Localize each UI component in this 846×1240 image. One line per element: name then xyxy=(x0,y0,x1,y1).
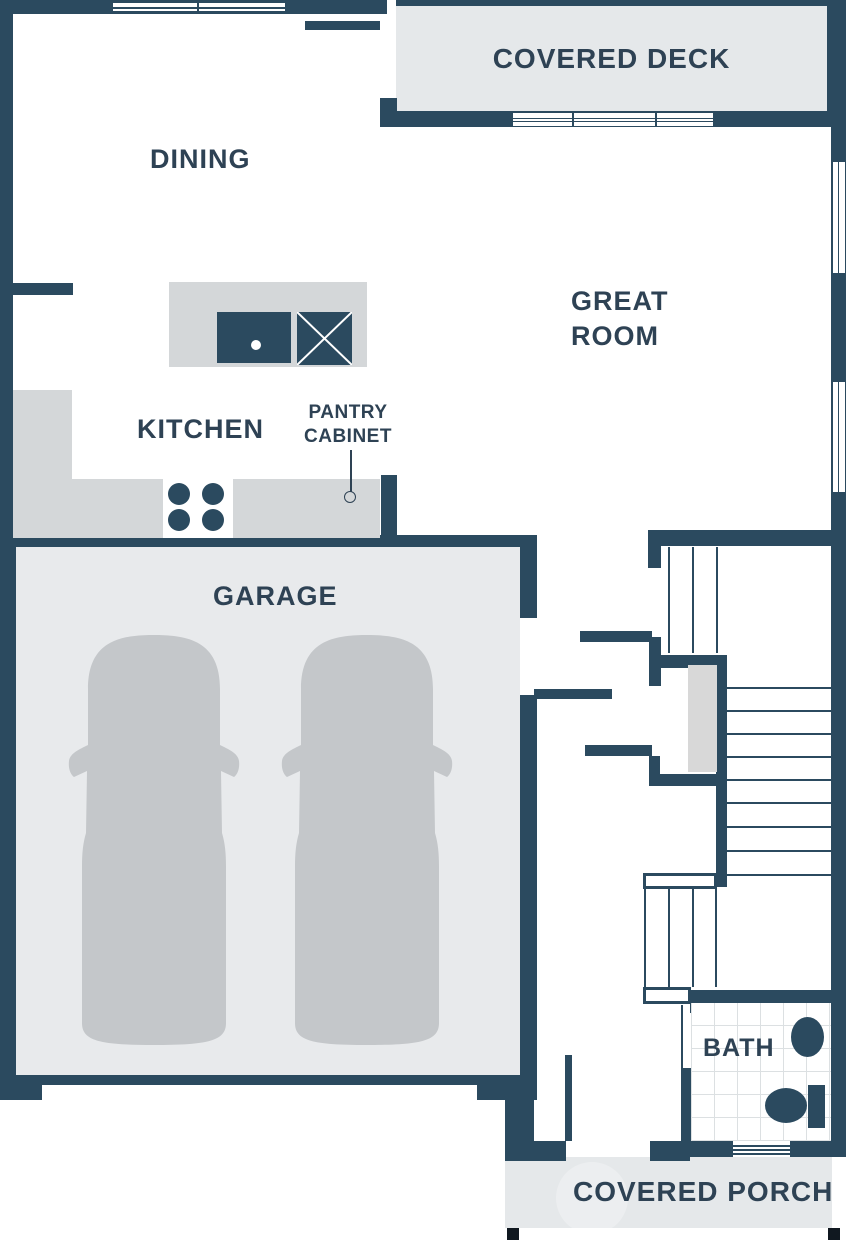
bath-sink xyxy=(791,1017,824,1057)
wall-stair-right xyxy=(716,655,727,887)
room-label-dining: DINING xyxy=(150,144,251,174)
porch-post xyxy=(828,1228,840,1240)
stair-tread xyxy=(727,687,831,689)
pantry-leader-circle xyxy=(344,491,356,503)
stair-tread xyxy=(727,779,831,781)
wall-stair-h3 xyxy=(585,745,652,756)
stair-upper-line xyxy=(716,547,718,653)
burner xyxy=(168,509,190,531)
porch-floor xyxy=(505,1157,832,1228)
deck-floor: COVERED DECK xyxy=(396,6,827,111)
stair-landing xyxy=(688,665,717,772)
stair-lower-line xyxy=(715,888,717,987)
stair-tread xyxy=(727,802,831,804)
burner xyxy=(202,483,224,505)
toilet-bowl xyxy=(765,1088,807,1123)
wall-hall-stub xyxy=(534,689,612,699)
wall-bath-bottom-left xyxy=(690,1141,733,1157)
stair-tread xyxy=(727,710,831,712)
wall-kitchen-bottom xyxy=(0,535,537,547)
wall-pantry xyxy=(381,475,397,535)
stair-tread xyxy=(727,874,831,876)
room-label-great-room: GREAT ROOM xyxy=(571,286,669,351)
window-dining xyxy=(113,0,285,14)
wall-bath-left xyxy=(681,1068,691,1141)
toilet-tank xyxy=(808,1085,825,1128)
wall-deck-bottom-right xyxy=(713,111,846,127)
wall-dining-kitchen-stub xyxy=(13,283,73,295)
burner xyxy=(202,509,224,531)
room-label-covered-deck: COVERED DECK xyxy=(492,42,731,74)
wall-entry-bottom-left xyxy=(520,1141,566,1161)
wall-stair-h2 xyxy=(658,655,727,668)
annotation-pantry-cabinet: PANTRY CABINET xyxy=(304,402,392,447)
wall-deck-right xyxy=(827,0,846,111)
wall-garage-right-lower xyxy=(520,695,537,1085)
wall-stair-v1 xyxy=(649,637,661,686)
stove xyxy=(163,479,233,538)
wall-deck-left-stub xyxy=(305,21,380,30)
stair-lower-line xyxy=(644,888,646,987)
island-hatch-box xyxy=(297,312,352,365)
window-great-room-2 xyxy=(831,382,846,492)
wall-left xyxy=(0,0,13,547)
stair-door-lower xyxy=(643,987,691,1004)
garage-door-sill xyxy=(42,1075,477,1085)
stair-lower-line xyxy=(668,888,670,987)
stair-door-upper xyxy=(643,873,717,889)
stair-upper-line xyxy=(668,547,670,653)
car-silhouette xyxy=(281,635,453,1045)
watermark xyxy=(556,1162,628,1234)
wall-garage-left xyxy=(0,547,16,1075)
stair-upper-line xyxy=(692,547,694,653)
bath-door-line xyxy=(681,1005,683,1068)
wall-deck-top xyxy=(396,0,846,6)
room-label-bath: BATH xyxy=(703,1034,775,1062)
wall-entry-bottom-right xyxy=(650,1141,690,1161)
stair-tread xyxy=(727,733,831,735)
wall-great-room-bottom xyxy=(648,530,846,546)
wall-deck-bottom-left xyxy=(380,111,513,127)
wall-garage-right-upper xyxy=(520,547,537,618)
wall-garage-corner-left xyxy=(0,1075,42,1100)
wall-bath-top xyxy=(690,990,831,1003)
wall-stair-stub-top xyxy=(648,546,661,568)
room-label-garage: GARAGE xyxy=(213,581,338,611)
wall-coat-closet xyxy=(565,1055,572,1141)
window-deck-slider xyxy=(513,111,713,127)
stair-lower-line xyxy=(692,888,694,987)
stair-tread xyxy=(727,756,831,758)
sink-faucet-dot xyxy=(251,340,261,350)
room-label-kitchen: KITCHEN xyxy=(137,414,264,444)
window-great-room-1 xyxy=(831,162,846,273)
island-sink xyxy=(217,312,291,363)
burner xyxy=(168,483,190,505)
pantry-leader-line xyxy=(350,450,352,492)
room-label-covered-porch: COVERED PORCH xyxy=(573,1176,834,1207)
porch-post xyxy=(507,1228,519,1240)
wall-bath-bottom-right xyxy=(790,1141,846,1157)
kitchen-counter-left xyxy=(13,390,72,479)
stair-tread xyxy=(727,850,831,852)
wall-stair-h4 xyxy=(658,774,718,786)
wall-right xyxy=(831,111,846,1157)
window-bath xyxy=(733,1142,790,1157)
wall-stair-h1 xyxy=(580,631,652,642)
stair-tread xyxy=(727,826,831,828)
wall-stair-v2 xyxy=(649,756,660,786)
car-silhouette xyxy=(68,635,240,1045)
wall-porch-left xyxy=(505,1100,520,1161)
